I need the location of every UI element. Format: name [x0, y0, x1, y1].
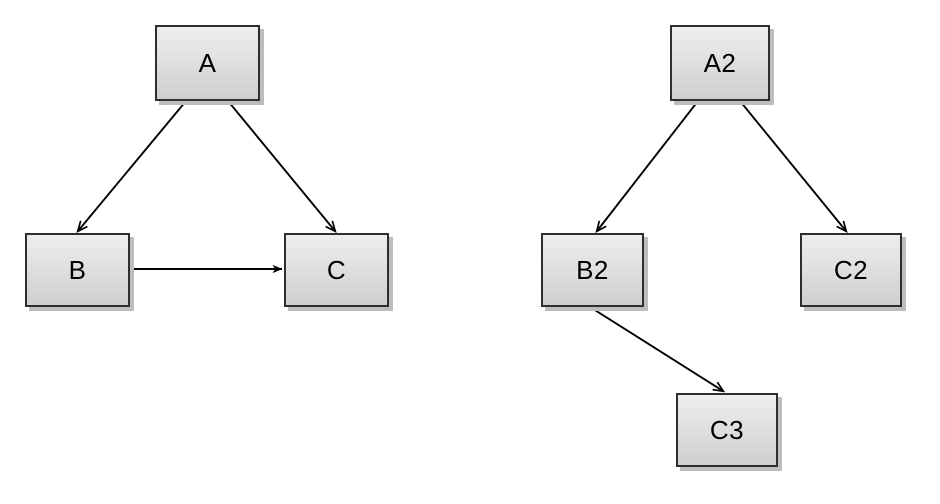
node-b2[interactable]: B2 — [541, 233, 644, 307]
node-c2[interactable]: C2 — [800, 233, 902, 307]
node-a2[interactable]: A2 — [670, 25, 770, 101]
edge-a2-to-c2 — [739, 100, 846, 231]
node-label-c3: C3 — [709, 415, 745, 445]
node-b[interactable]: B — [25, 233, 130, 307]
edge-b2-to-c3 — [589, 306, 723, 391]
node-label-b: B — [68, 255, 87, 285]
node-label-a: A — [198, 48, 217, 78]
node-c3[interactable]: C3 — [676, 393, 778, 467]
node-label-b2: B2 — [576, 255, 609, 285]
node-label-a2: A2 — [703, 48, 737, 78]
edge-a-to-c — [227, 100, 335, 231]
node-label-c2: C2 — [833, 255, 869, 285]
edge-a2-to-b2 — [597, 100, 699, 231]
node-label-c: C — [326, 255, 347, 285]
node-a[interactable]: A — [155, 25, 260, 101]
node-c[interactable]: C — [284, 233, 389, 307]
edge-a-to-b — [78, 100, 187, 231]
